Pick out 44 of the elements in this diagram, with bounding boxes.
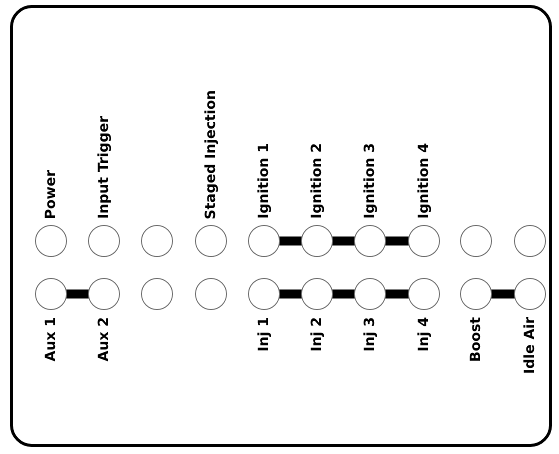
connector-bar xyxy=(385,236,409,246)
led-circle xyxy=(248,278,280,310)
connector-bar xyxy=(385,290,409,298)
led-circle xyxy=(460,225,492,257)
led-circle xyxy=(195,278,227,310)
led-label: Inj 3 xyxy=(361,317,379,352)
connector-bar xyxy=(491,290,515,298)
led-circle xyxy=(141,225,173,257)
led-circle xyxy=(301,225,333,257)
connector-bar xyxy=(279,236,302,246)
panel-outline xyxy=(10,5,552,447)
connector-bar xyxy=(279,290,302,298)
led-label: Power xyxy=(42,170,60,219)
led-circle xyxy=(301,278,333,310)
led-circle xyxy=(514,225,546,257)
led-label: Ignition 2 xyxy=(308,143,326,219)
led-label: Staged Injection xyxy=(202,90,220,219)
led-circle xyxy=(141,278,173,310)
led-circle xyxy=(354,225,386,257)
led-label: Ignition 3 xyxy=(361,143,379,219)
led-label: Input Trigger xyxy=(95,116,113,219)
led-circle xyxy=(514,278,546,310)
led-circle xyxy=(195,225,227,257)
connector-bar xyxy=(66,290,89,298)
led-circle xyxy=(460,278,492,310)
led-circle xyxy=(408,225,440,257)
led-label: Ignition 4 xyxy=(415,143,433,219)
led-label: Inj 2 xyxy=(308,317,326,352)
connector-bar xyxy=(332,290,355,298)
led-label: Aux 1 xyxy=(42,317,60,362)
led-circle xyxy=(88,225,120,257)
led-circle xyxy=(248,225,280,257)
led-circle xyxy=(35,225,67,257)
led-label: Idle Air xyxy=(521,317,539,374)
led-label: Ignition 1 xyxy=(255,143,273,219)
led-label: Aux 2 xyxy=(95,317,113,362)
led-label: Inj 1 xyxy=(255,317,273,352)
led-circle xyxy=(35,278,67,310)
led-label: Boost xyxy=(467,317,485,362)
led-circle xyxy=(354,278,386,310)
led-circle xyxy=(408,278,440,310)
led-label: Inj 4 xyxy=(415,317,433,352)
connector-bar xyxy=(332,236,355,246)
led-circle xyxy=(88,278,120,310)
